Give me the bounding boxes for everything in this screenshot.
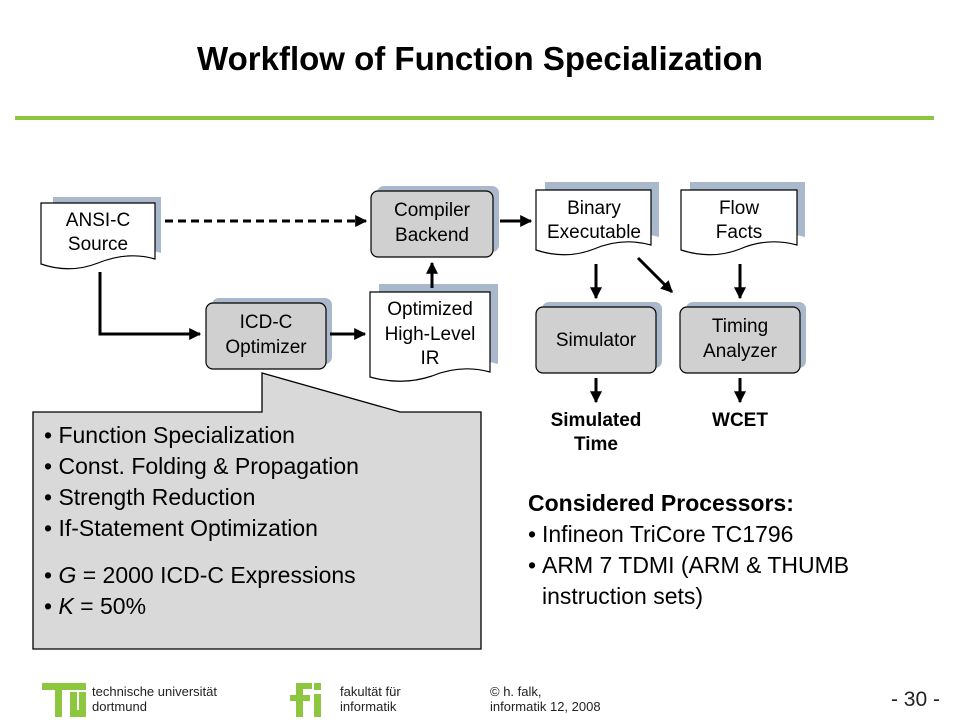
footer-uni-line2: dortmund [92,699,147,714]
compiler-backend-node: Compiler Backend [370,186,499,258]
footer-faculty: fakultät für informatik [340,684,401,714]
footer-uni-line1: technische universität [92,684,218,699]
processors-heading: Considered Processors: [528,490,794,516]
wcet-label: WCET [712,410,768,431]
param-g-text: = 2000 ICD-C Expressions [76,562,356,588]
icdc-label-2: Optimizer [225,337,307,358]
callout-item-k: K = 50% [44,591,359,622]
binary-label-2: Executable [547,222,641,243]
callout-item: Function Specialization [44,420,359,451]
ir-label-1: Optimized [387,299,473,320]
callout-item: Const. Folding & Propagation [44,451,358,482]
footer-author-line2: informatik 12, 2008 [490,699,601,714]
flow-label-1: Flow [719,198,759,219]
footer-university: technische universität dortmund [92,684,217,714]
ir-label-3: IR [421,348,440,369]
tu-logo [42,683,86,717]
simulated-time-label-1: Simulated [551,410,642,431]
title-divider [15,116,934,120]
timing-label-1: Timing [712,316,768,337]
callout-item: Strength Reduction [44,482,359,513]
processor-item: ARM 7 TDMI (ARM & THUMB instruction sets… [528,550,862,612]
callout-item: If-Statement Optimization [44,513,359,544]
processor-item: Infineon TriCore TC1796 [528,519,862,550]
param-k-var: K [58,593,74,619]
page-number: - 30 - [890,688,940,711]
binary-label-1: Binary [567,198,621,219]
footer-author-line1: © h. falk, [490,684,542,699]
param-g-var: G [58,562,77,588]
flow-facts-node: Flow Facts [680,182,805,256]
footer-faculty-line2: informatik [340,699,397,714]
optimized-ir-node: Optimized High-Level IR [369,284,498,382]
simulator-label: Simulator [556,330,637,351]
timing-label-2: Analyzer [703,341,778,362]
footer-faculty-line1: fakultät für [340,684,401,699]
arrow-source-to-icdc [98,272,202,340]
compiler-label-1: Compiler [394,200,471,221]
ansi-c-source-node: ANSI-C Source [40,197,161,270]
icdc-optimizer-node: ICD-C Optimizer [205,298,332,370]
fi-logo [290,683,321,717]
processors-block: Considered Processors: Infineon TriCore … [528,488,862,612]
callout-list: Function Specialization Const. Folding &… [44,420,359,622]
timing-analyzer-node: Timing Analyzer [679,302,806,374]
simulator-node: Simulator [535,302,662,374]
slide-title: Workflow of Function Specialization [197,40,763,77]
binary-executable-node: Binary Executable [535,182,659,256]
simulated-time-label-2: Time [574,434,618,455]
arrow-binary-to-timing [636,256,674,294]
ansi-c-label-1: ANSI-C [66,210,130,231]
ansi-c-label-2: Source [68,234,128,255]
ir-label-2: High-Level [385,324,476,345]
flow-label-2: Facts [716,222,762,243]
icdc-label-1: ICD-C [240,312,293,333]
compiler-label-2: Backend [395,225,469,246]
param-k-text: = 50% [73,593,147,619]
footer-author: © h. falk, informatik 12, 2008 [490,684,601,714]
callout-item-g: G = 2000 ICD-C Expressions [44,560,359,591]
